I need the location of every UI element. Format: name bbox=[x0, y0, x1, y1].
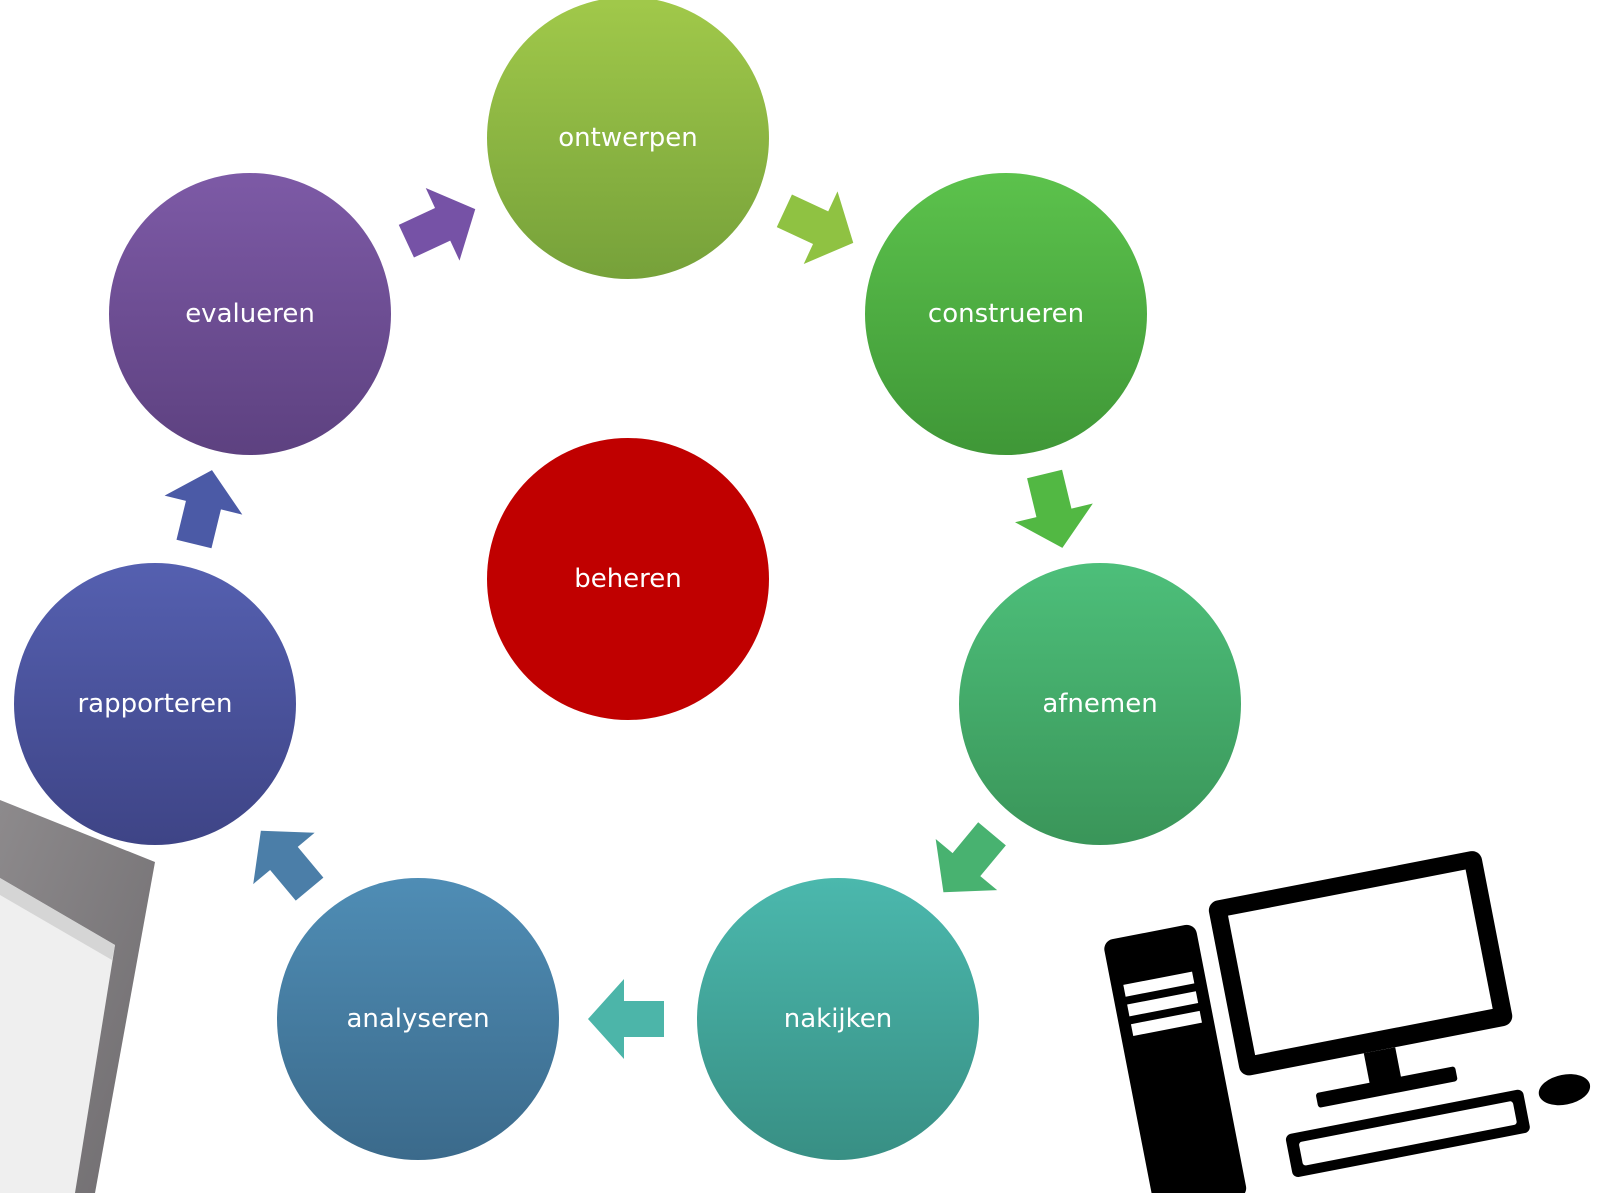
arrow-shape bbox=[1015, 469, 1093, 548]
node-label: afnemen bbox=[1042, 689, 1157, 719]
node-label: evalueren bbox=[185, 299, 315, 329]
arrow-afnemen-to-nakijken bbox=[935, 822, 1006, 893]
node-circle bbox=[109, 173, 391, 455]
node-center-beheren: beheren bbox=[487, 438, 769, 720]
desktop-computer-icon bbox=[1104, 690, 1623, 1193]
node-circle bbox=[697, 878, 979, 1160]
node-label: rapporteren bbox=[77, 689, 232, 719]
node-circle bbox=[277, 878, 559, 1160]
arrow-construeren-to-afnemen bbox=[1015, 469, 1093, 548]
node-circle bbox=[865, 173, 1147, 455]
node-circle bbox=[959, 563, 1241, 845]
node-label: construeren bbox=[928, 299, 1084, 329]
nodes-layer: ontwerpen construeren afnemen nakijken analy… bbox=[14, 0, 1241, 1160]
arrow-shape bbox=[398, 188, 476, 261]
arrows-layer bbox=[164, 188, 1093, 1059]
arrow-shape bbox=[776, 191, 854, 264]
node-analyseren: analyseren bbox=[277, 878, 559, 1160]
node-evalueren: evalueren bbox=[109, 173, 391, 455]
arrow-ontwerpen-to-construeren bbox=[776, 191, 854, 264]
arrow-shape bbox=[164, 470, 243, 549]
node-nakijken: nakijken bbox=[697, 878, 979, 1160]
arrow-shape bbox=[935, 822, 1006, 893]
node-label: nakijken bbox=[784, 1004, 893, 1034]
node-label: ontwerpen bbox=[558, 123, 698, 153]
node-ontwerpen: ontwerpen bbox=[487, 0, 769, 279]
node-circle bbox=[487, 0, 769, 279]
tablet-photo bbox=[0, 800, 155, 1193]
node-circle bbox=[487, 438, 769, 720]
arrow-evalueren-to-ontwerpen bbox=[398, 188, 476, 261]
arrow-nakijken-to-analyseren bbox=[588, 979, 664, 1059]
node-construeren: construeren bbox=[865, 173, 1147, 455]
arrow-shape bbox=[253, 830, 324, 901]
arrow-shape bbox=[588, 979, 664, 1059]
node-afnemen: afnemen bbox=[959, 563, 1241, 845]
arrow-rapporteren-to-evalueren bbox=[164, 470, 243, 549]
arrow-analyseren-to-rapporteren bbox=[253, 830, 324, 901]
node-circle bbox=[14, 563, 296, 845]
node-label: analyseren bbox=[346, 1004, 489, 1034]
node-label: beheren bbox=[574, 564, 682, 594]
node-rapporteren: rapporteren bbox=[14, 563, 296, 845]
